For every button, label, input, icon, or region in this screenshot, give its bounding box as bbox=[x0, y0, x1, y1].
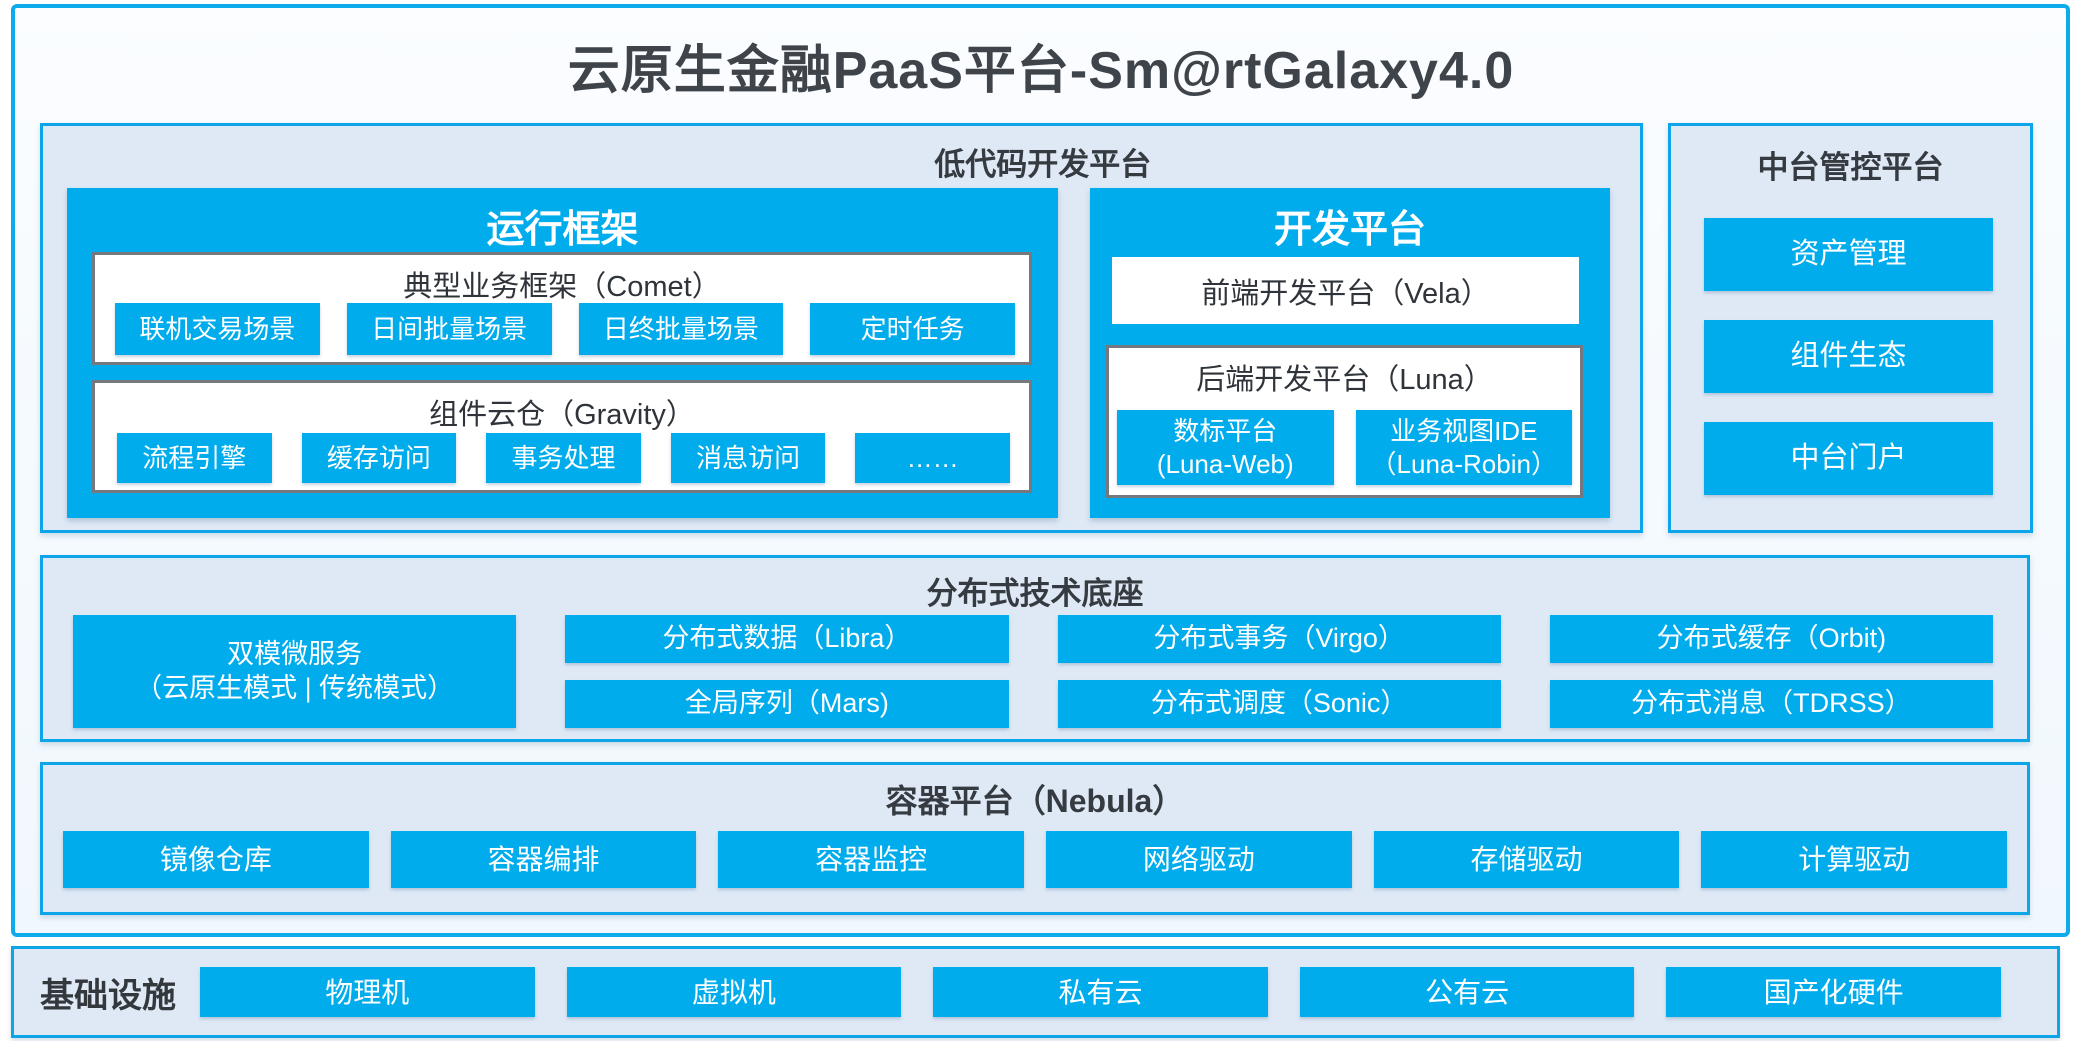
distributed-service-chip: 分布式数据（Libra） bbox=[565, 615, 1009, 663]
container-capability-chip: 计算驱动 bbox=[1701, 831, 2008, 888]
gravity-warehouse-title: 组件云仓（Gravity） bbox=[429, 399, 695, 431]
panel-container-platform: 容器平台（Nebula） 镜像仓库容器编排容器监控网络驱动存储驱动计算驱动 bbox=[40, 762, 2030, 915]
gravity-items-row: 流程引擎缓存访问事务处理消息访问 …… bbox=[117, 433, 1010, 483]
gravity-component-chip: …… bbox=[855, 433, 1010, 483]
comet-framework-title: 典型业务框架（Comet） bbox=[403, 271, 721, 303]
comet-scenario-chip: 日终批量场景 bbox=[578, 303, 784, 355]
distributed-col-3: 分布式缓存（Orbit) 分布式消息（TDRSS） bbox=[1549, 615, 1993, 728]
comet-scenario-chip: 联机交易场景 bbox=[115, 303, 320, 355]
runtime-framework-title: 运行框架 bbox=[486, 209, 639, 251]
gravity-component-chip: 消息访问 bbox=[670, 433, 826, 483]
dual-mode-microservice-cell: 双模微服务 （云原生模式 | 传统模式） bbox=[73, 615, 517, 728]
distributed-service-chip: 分布式调度（Sonic） bbox=[1057, 680, 1501, 728]
gravity-component-chip: 事务处理 bbox=[486, 433, 641, 483]
container-platform-items: 镜像仓库容器编排容器监控网络驱动存储驱动计算驱动 bbox=[63, 831, 2008, 888]
midplatform-items: 资产管理组件生态中台门户 bbox=[1704, 218, 1993, 495]
midplatform-chip: 资产管理 bbox=[1704, 218, 1993, 291]
infrastructure-title: 基础设施 bbox=[40, 976, 176, 1015]
distributed-service-chip: 全局序列（Mars) bbox=[565, 680, 1009, 728]
luna-tool-chip: 业务视图IDE （Luna-Robin） bbox=[1355, 410, 1572, 485]
panel-infrastructure: 基础设施 物理机虚拟机私有云公有云国产化硬件 bbox=[11, 946, 2060, 1038]
infrastructure-items: 物理机虚拟机私有云公有云国产化硬件 bbox=[200, 967, 2001, 1017]
runtime-framework-box: 运行框架 典型业务框架（Comet） 联机交易场景日间批量场景日终批量场景定时任… bbox=[67, 188, 1058, 518]
midplatform-chip: 组件生态 bbox=[1704, 320, 1993, 393]
container-capability-chip: 容器监控 bbox=[718, 831, 1025, 888]
gravity-component-chip: 流程引擎 bbox=[117, 433, 272, 483]
distributed-service-chip: 分布式消息（TDRSS） bbox=[1549, 680, 1993, 728]
luna-backend-title: 后端开发平台（Luna） bbox=[1196, 364, 1493, 396]
dev-platform-title: 开发平台 bbox=[1273, 209, 1426, 251]
luna-tool-chip: 数标平台 (Luna-Web) bbox=[1117, 410, 1334, 485]
container-capability-chip: 容器编排 bbox=[390, 831, 697, 888]
luna-backend-box: 后端开发平台（Luna） 数标平台 (Luna-Web) 业务视图IDE （Lun… bbox=[1106, 345, 1583, 498]
container-capability-chip: 网络驱动 bbox=[1046, 831, 1352, 888]
comet-scenario-chip: 定时任务 bbox=[810, 303, 1015, 355]
infrastructure-chip: 私有云 bbox=[933, 967, 1268, 1017]
infrastructure-chip: 国产化硬件 bbox=[1666, 967, 2001, 1017]
infrastructure-chip: 公有云 bbox=[1299, 967, 1635, 1017]
infrastructure-chip: 物理机 bbox=[200, 967, 535, 1017]
panel-midplatform: 中台管控平台 资产管理组件生态中台门户 bbox=[1668, 123, 2033, 533]
panel-lowcode-platform: 低代码开发平台 运行框架 典型业务框架（Comet） 联机交易场景日间批量场景日… bbox=[40, 123, 1643, 533]
dual-mode-microservice-chip: 双模微服务 （云原生模式 | 传统模式） bbox=[73, 615, 517, 728]
distributed-service-chip: 分布式缓存（Orbit) bbox=[1549, 615, 1993, 663]
distributed-col-1: 分布式数据（Libra） 全局序列（Mars) bbox=[565, 615, 1009, 728]
page-title: 云原生金融PaaS平台-Sm@rtGalaxy4.0 bbox=[567, 42, 1515, 100]
lowcode-platform-title: 低代码开发平台 bbox=[934, 147, 1152, 182]
comet-framework-box: 典型业务框架（Comet） 联机交易场景日间批量场景日终批量场景定时任务 bbox=[92, 252, 1032, 365]
vela-frontend-title: 前端开发平台（Vela） bbox=[1201, 277, 1490, 310]
distributed-col-2: 分布式事务（Virgo） 分布式调度（Sonic） bbox=[1057, 615, 1501, 728]
comet-items-row: 联机交易场景日间批量场景日终批量场景定时任务 bbox=[115, 303, 1015, 355]
vela-frontend-box: 前端开发平台（Vela） bbox=[1112, 257, 1579, 324]
distributed-grid: 双模微服务 （云原生模式 | 传统模式） 分布式数据（Libra） 全局序列（Ma… bbox=[73, 615, 1993, 728]
distributed-service-chip: 分布式事务（Virgo） bbox=[1057, 615, 1501, 663]
dev-platform-box: 开发平台 前端开发平台（Vela） 后端开发平台（Luna） 数标平台 (Lun… bbox=[1090, 188, 1610, 518]
container-platform-title: 容器平台（Nebula） bbox=[885, 783, 1185, 819]
gravity-warehouse-box: 组件云仓（Gravity） 流程引擎缓存访问事务处理消息访问 …… bbox=[92, 380, 1032, 493]
midplatform-chip: 中台门户 bbox=[1704, 422, 1993, 495]
panel-distributed-base: 分布式技术底座 双模微服务 （云原生模式 | 传统模式） 分布式数据（Libra… bbox=[40, 555, 2030, 742]
gravity-component-chip: 缓存访问 bbox=[301, 433, 457, 483]
container-capability-chip: 存储驱动 bbox=[1373, 831, 1680, 888]
comet-scenario-chip: 日间批量场景 bbox=[346, 303, 552, 355]
midplatform-title: 中台管控平台 bbox=[1757, 150, 1944, 185]
container-capability-chip: 镜像仓库 bbox=[63, 831, 369, 888]
luna-items-row: 数标平台 (Luna-Web) 业务视图IDE （Luna-Robin） bbox=[1117, 410, 1572, 485]
infrastructure-chip: 虚拟机 bbox=[566, 967, 902, 1017]
distributed-base-title: 分布式技术底座 bbox=[926, 576, 1144, 611]
